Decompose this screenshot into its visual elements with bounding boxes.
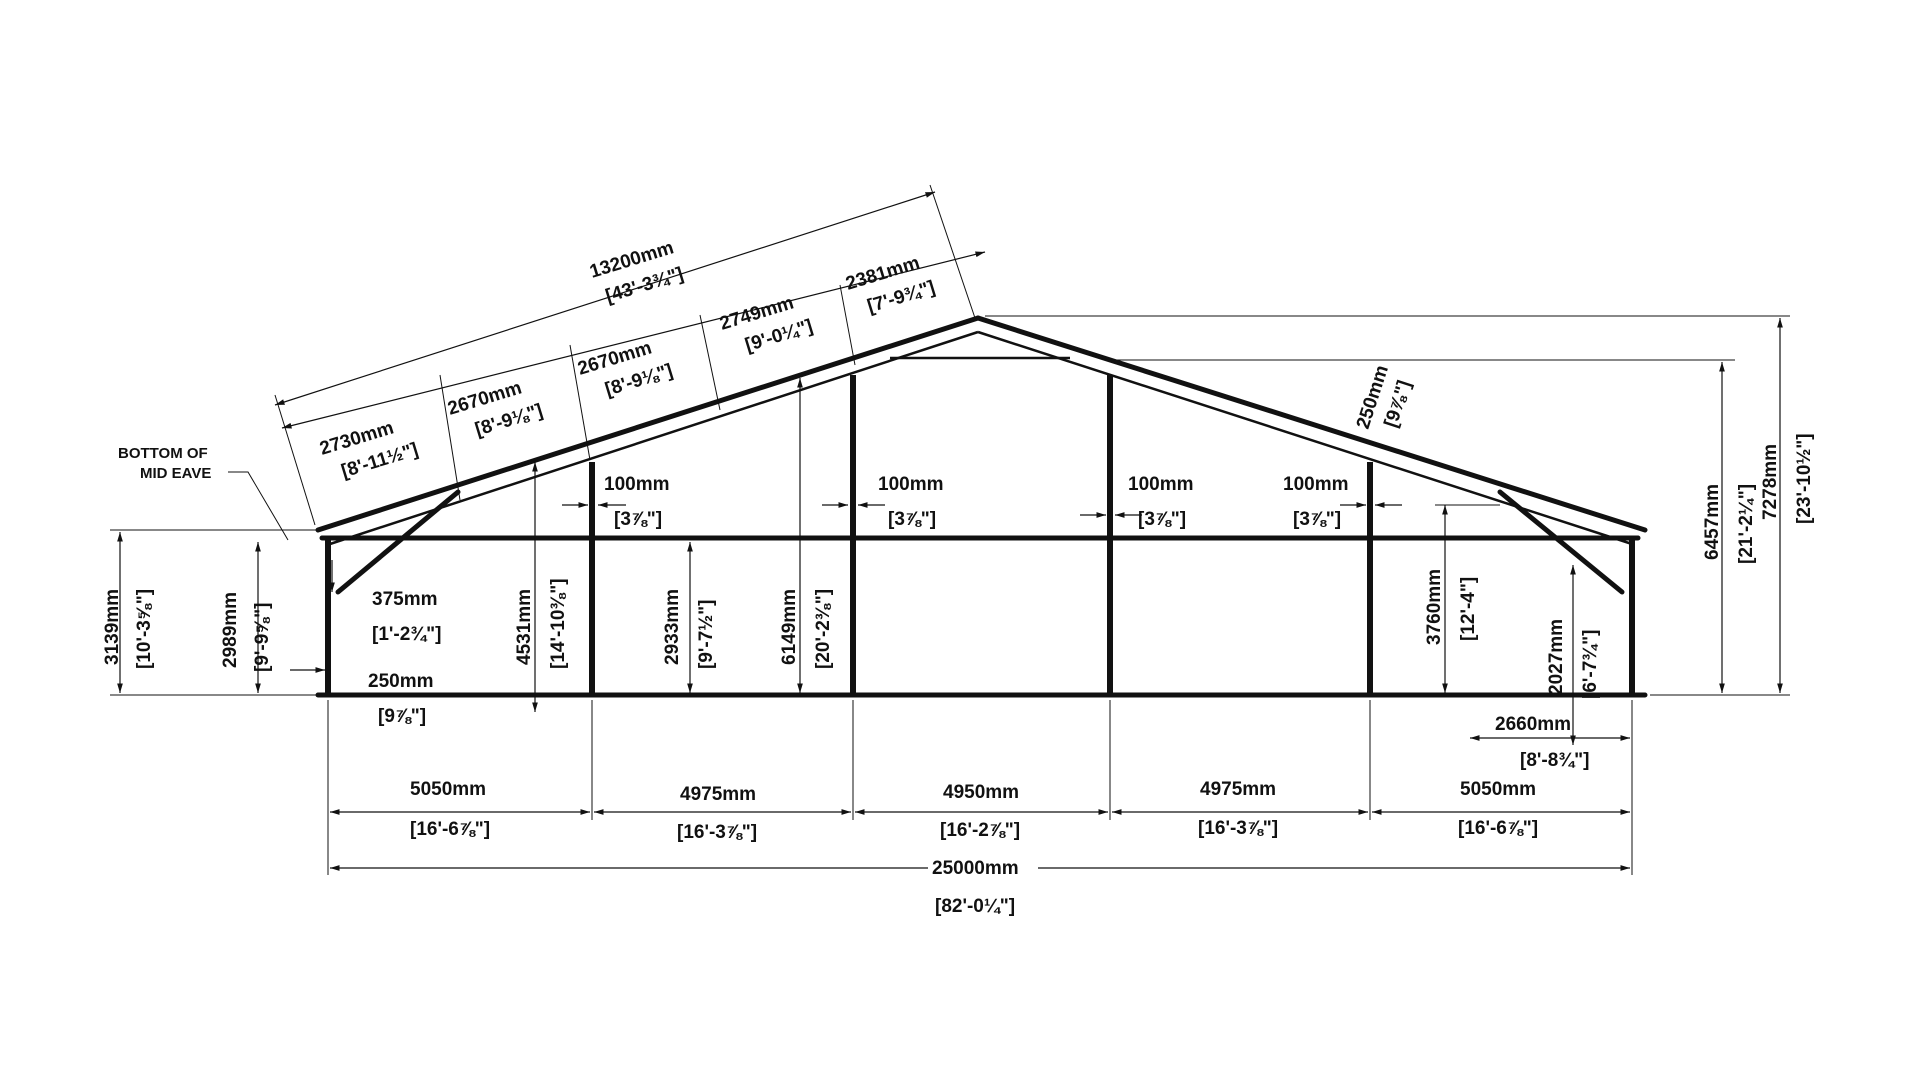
right-rafter [975, 315, 1648, 533]
rafter-ext-5 [839, 284, 856, 366]
bay-1-imp: [16'-6⅞"] [410, 819, 490, 840]
right-height-dimensions: 6457mm [21'-2¼"] 7278mm [23'-10½"] 2660m… [985, 315, 1815, 771]
post-offset-2: 100mm [3⅞"] [822, 474, 944, 530]
h6149-label: 6149mm [20'-2⅜"] [779, 589, 834, 669]
note-line-2: MID EAVE [140, 465, 211, 482]
rafter-total-label: 13200mm [43'-3¾"] [587, 237, 686, 307]
rafter-seg-2-label: 2670mm [8'-9⅛"] [445, 377, 545, 440]
h7278-mm: 7278mm [1760, 444, 1781, 520]
rafter-seg-5-label: 2381mm [7'-9¾"] [843, 252, 937, 317]
h2989-imp: [9'-9⅝"] [252, 603, 273, 673]
post-offset-2-imp: [3⅞"] [888, 509, 936, 530]
post-offset-4-imp: [3⅞"] [1293, 509, 1341, 530]
bay-3-imp: [16'-2⅞"] [940, 820, 1020, 841]
rafter-ext-1 [274, 394, 316, 526]
bay-4-imp: [16'-3⅞"] [1198, 818, 1278, 839]
post-offset-2-mm: 100mm [878, 474, 944, 495]
post-offset-1-imp: [3⅞"] [614, 509, 662, 530]
h2933-label: 2933mm [9'-7½"] [662, 589, 717, 669]
h2989-mm: 2989mm [220, 592, 241, 668]
h4531-imp: [14'-10⅜"] [548, 578, 569, 669]
rafter-ext-3 [569, 344, 591, 461]
rafter-ext-6 [929, 184, 976, 319]
bottom-of-mid-eave-note: BOTTOM OF MID EAVE [118, 445, 289, 541]
bay-5-imp: [16'-6⅞"] [1458, 818, 1538, 839]
post-offset-dimensions: 100mm [3⅞"] 100mm [3⅞"] 100mm [3⅞"] 100m… [562, 474, 1402, 530]
h6149-mm: 6149mm [779, 589, 800, 665]
rafter-ext-2 [439, 374, 461, 501]
h2027-label: 2027mm [6'-7¾"] [1546, 619, 1601, 699]
h4531-mm: 4531mm [514, 589, 535, 665]
bay-dimensions: 5050mm [16'-6⅞"] 4975mm [16'-3⅞"] 4950mm… [327, 700, 1633, 875]
base250-imp: [9⅞"] [378, 706, 426, 727]
overall-span-mm: 25000mm [932, 858, 1019, 879]
brace375-mm: 375mm [372, 589, 438, 610]
h3760-mm: 3760mm [1424, 569, 1445, 645]
post-offset-1-mm: 100mm [604, 474, 670, 495]
h2933-imp: [9'-7½"] [696, 600, 717, 670]
h7278-imp: [23'-10½"] [1794, 433, 1815, 524]
h2027-mm: 2027mm [1546, 619, 1567, 695]
h7278-label: 7278mm [23'-10½"] [1760, 433, 1815, 524]
h3139-imp: [10'-3⅝"] [134, 589, 155, 669]
post-offset-3-imp: [3⅞"] [1138, 509, 1186, 530]
h6457-mm: 6457mm [1702, 484, 1723, 560]
h3760-imp: [12'-4"] [1458, 577, 1479, 641]
post-offset-1: 100mm [3⅞"] [562, 474, 670, 530]
post-offset-4: 100mm [3⅞"] [1283, 474, 1402, 530]
rafter-seg-1-label: 2730mm [8'-11½"] [317, 417, 420, 482]
h3139-label: 3139mm [10'-3⅝"] [102, 589, 155, 669]
h6149-imp: [20'-2⅜"] [813, 589, 834, 669]
right-knee-brace [1497, 489, 1625, 595]
bay-2-imp: [16'-3⅞"] [677, 822, 757, 843]
overall-span-label-bg [928, 850, 1038, 880]
left-knee-brace [335, 489, 461, 595]
bay-2-mm: 4975mm [680, 784, 756, 805]
post-offset-3: 100mm [3⅞"] [1080, 474, 1194, 530]
rafter-seg-dim-line [281, 251, 986, 429]
h2027-imp: [6'-7¾"] [1580, 630, 1601, 700]
inner-height-dimensions: 4531mm [14'-10⅜"] 2933mm [9'-7½"] 6149mm… [514, 378, 1601, 745]
bay-4-mm: 4975mm [1200, 779, 1276, 800]
rafter-seg-4-label: 2749mm [9'-0¼"] [717, 292, 815, 356]
h4531-label: 4531mm [14'-10⅜"] [514, 578, 569, 669]
h6457-label: 6457mm [21'-2¼"] [1702, 484, 1757, 564]
h3139-mm: 3139mm [102, 589, 123, 665]
h6457-imp: [21'-2¼"] [1736, 484, 1757, 564]
rafter-ext-4 [699, 314, 721, 411]
post-offset-4-mm: 100mm [1283, 474, 1349, 495]
rafter-total-dim-line [274, 191, 936, 406]
left-height-dimensions: 3139mm [10'-3⅝"] 2989mm [9'-9⅝"] 375mm [… [102, 529, 442, 727]
w2660-mm: 2660mm [1495, 714, 1571, 735]
bay-1-mm: 5050mm [410, 779, 486, 800]
rafter-right-offset-label: 250mm [9⅞"] [1353, 363, 1416, 432]
note-line-1: BOTTOM OF [118, 445, 208, 462]
overall-span-dimension: 25000mm [82'-0¼"] [330, 850, 1630, 917]
h2933-mm: 2933mm [662, 589, 683, 665]
bay-5-mm: 5050mm [1460, 779, 1536, 800]
note-leader [228, 471, 289, 541]
bay-3-mm: 4950mm [943, 782, 1019, 803]
brace375-imp: [1'-2¾"] [372, 624, 442, 645]
h2989-label: 2989mm [9'-9⅝"] [220, 592, 273, 672]
w2660-imp: [8'-8¾"] [1520, 750, 1590, 771]
rafter-dimensions: 13200mm [43'-3¾"] 2730mm [8'-11½"] 2670m… [274, 184, 1416, 526]
h3760-label: 3760mm [12'-4"] [1424, 569, 1479, 645]
overall-span-imp: [82'-0¼"] [935, 896, 1015, 917]
base250-mm: 250mm [368, 671, 434, 692]
post-offset-3-mm: 100mm [1128, 474, 1194, 495]
rafter-seg-3-label: 2670mm [8'-9⅛"] [575, 337, 675, 400]
